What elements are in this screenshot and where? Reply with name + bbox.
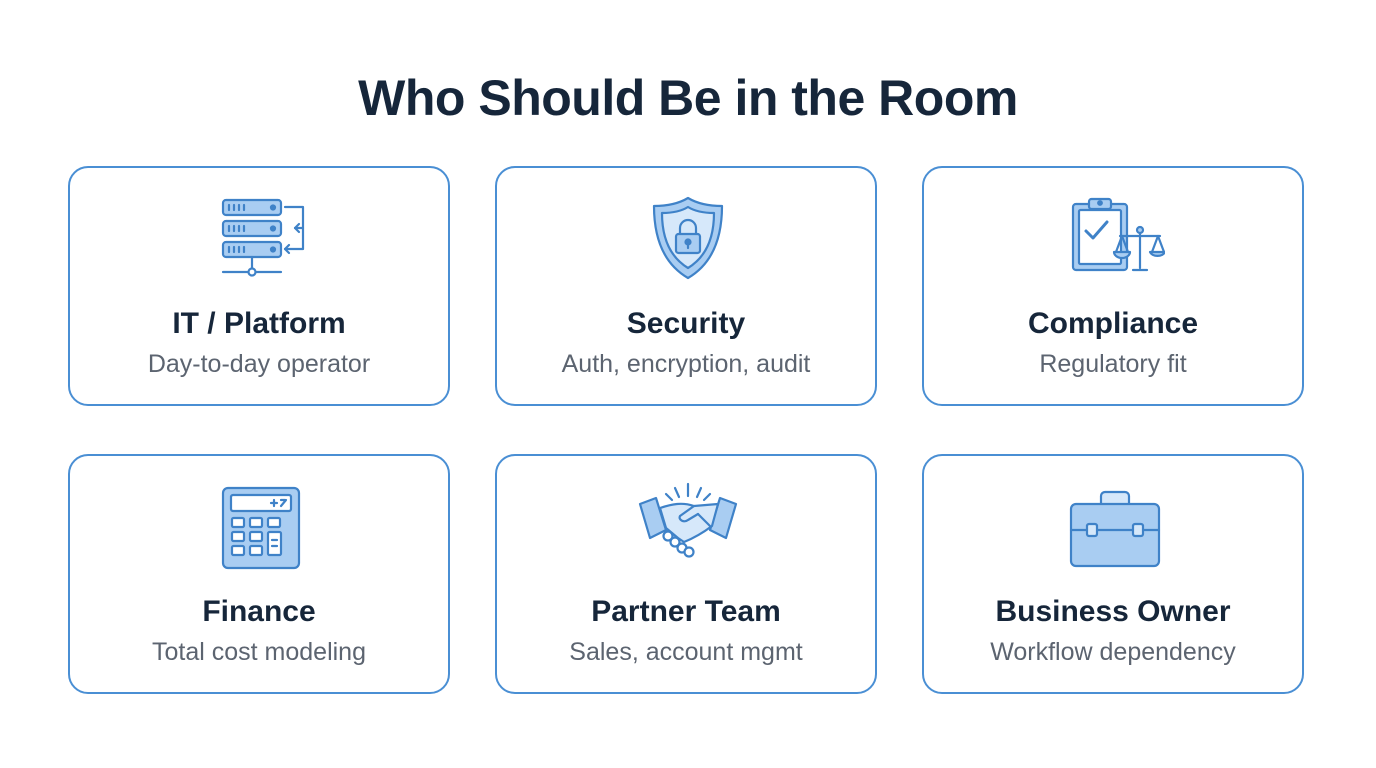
calculator-icon <box>211 482 311 572</box>
card-title: IT / Platform <box>172 307 346 340</box>
card-title: Business Owner <box>995 595 1231 628</box>
clipboard-scales-icon <box>1065 194 1165 284</box>
card-business-owner: Business Owner Workflow dependency <box>922 454 1304 694</box>
card-title: Partner Team <box>591 595 781 628</box>
card-description: Day-to-day operator <box>147 350 371 378</box>
briefcase-icon <box>1065 482 1165 572</box>
card-title: Compliance <box>1027 307 1199 340</box>
card-it-platform: IT / Platform Day-to-day operator <box>68 166 450 406</box>
card-compliance: Compliance Regulatory fit <box>922 166 1304 406</box>
card-title: Security <box>626 307 746 340</box>
handshake-icon <box>638 482 738 572</box>
card-description: Workflow dependency <box>990 638 1236 666</box>
card-description: Auth, encryption, audit <box>561 350 811 378</box>
server-rack-icon <box>211 194 311 284</box>
card-finance: Finance Total cost modeling <box>68 454 450 694</box>
card-description: Sales, account mgmt <box>569 638 803 666</box>
card-title: Finance <box>202 595 316 628</box>
card-description: Total cost modeling <box>151 638 366 666</box>
card-description: Regulatory fit <box>1039 350 1187 378</box>
card-security: Security Auth, encryption, audit <box>495 166 877 406</box>
card-partner-team: Partner Team Sales, account mgmt <box>495 454 877 694</box>
page-title: Who Should Be in the Room <box>358 70 1018 126</box>
shield-lock-icon <box>638 194 738 284</box>
